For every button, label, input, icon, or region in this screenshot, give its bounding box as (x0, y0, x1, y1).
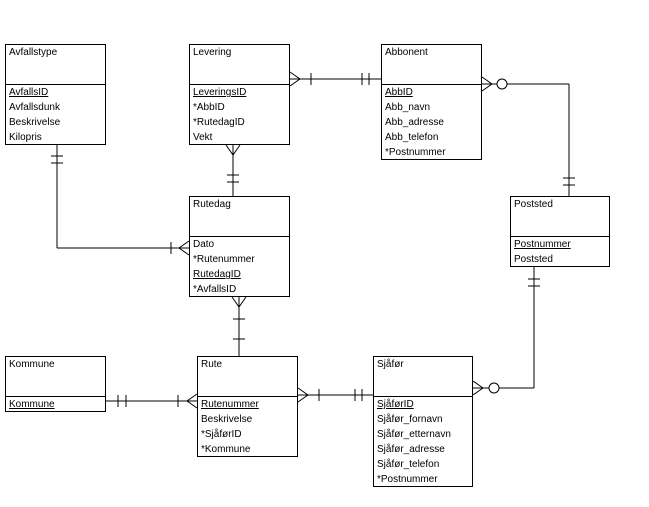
entity-attribute: *RutedagID (193, 117, 245, 128)
crows-foot-many-symbol (472, 380, 484, 396)
entity-attribute: *AbbID (193, 102, 225, 113)
entity-attribute: *SjåførID (201, 429, 242, 440)
entity-title: Rute (198, 357, 297, 397)
crows-foot-many-symbol (225, 144, 241, 156)
crows-foot-many-symbol (186, 393, 198, 409)
cardinality-zero-circle (488, 382, 500, 394)
primary-key-attribute: SjåførID (377, 399, 414, 410)
entity-attribute: Sjåfør_adresse (377, 444, 445, 455)
entity-attribute: Abb_telefon (385, 132, 439, 143)
entity-attribute: Abb_navn (385, 102, 431, 113)
entity-title: Levering (190, 45, 289, 85)
entity-attribute: Poststed (514, 254, 553, 265)
crows-foot-many-symbol (289, 71, 301, 87)
primary-key-attribute: Rutenummer (201, 399, 259, 410)
primary-key-attribute: Postnummer (514, 239, 571, 250)
entity-attribute: *AvfallsID (193, 284, 237, 295)
primary-key-attribute: Kommune (9, 399, 55, 410)
cardinality-zero-circle (496, 78, 508, 90)
entity-attribute: Beskrivelse (201, 414, 253, 425)
entity-title: Poststed (511, 197, 609, 237)
entity-attribute: Sjåfør_telefon (377, 459, 440, 470)
crows-foot-many-symbol (178, 240, 190, 256)
entity-title: Sjåfør (374, 357, 472, 397)
entity-attribute: *Kommune (201, 444, 251, 455)
crows-foot-many-symbol (481, 76, 493, 92)
primary-key-attribute: LeveringsID (193, 87, 247, 98)
entity-attribute: Vekt (193, 132, 213, 143)
entity-attribute: Beskrivelse (9, 117, 61, 128)
entity-attribute: *Rutenummer (193, 254, 255, 265)
entity-attribute: Avfallsdunk (9, 102, 60, 113)
primary-key-attribute: AvfallsID (9, 87, 49, 98)
entity-kommune[interactable]: Kommune Kommune (5, 356, 106, 412)
entity-attribute: *Postnummer (385, 147, 446, 158)
entity-attribute: Sjåfør_fornavn (377, 414, 443, 425)
entity-attribute: Dato (193, 239, 215, 250)
primary-key-attribute: RutedagID (193, 269, 241, 280)
crows-foot-many-symbol (297, 387, 309, 403)
entity-attributes: Kommune (6, 397, 105, 412)
entity-attributes: LeveringsID *AbbID *RutedagID Vekt (190, 85, 289, 145)
entity-attribute: Abb_adresse (385, 117, 444, 128)
entity-title: Rutedag (190, 197, 289, 237)
entity-levering[interactable]: Levering LeveringsID *AbbID *RutedagID Vekt (189, 44, 290, 145)
primary-key-attribute: AbbID (385, 87, 413, 98)
entity-attribute: Kilopris (9, 132, 42, 143)
entity-attribute: Sjåfør_etternavn (377, 429, 451, 440)
entity-title: Kommune (6, 357, 105, 397)
entity-title: Avfallstype (6, 45, 105, 85)
crows-foot-many-symbol (231, 296, 247, 308)
entity-title: Abbonent (382, 45, 481, 85)
entity-attribute: *Postnummer (377, 474, 438, 485)
